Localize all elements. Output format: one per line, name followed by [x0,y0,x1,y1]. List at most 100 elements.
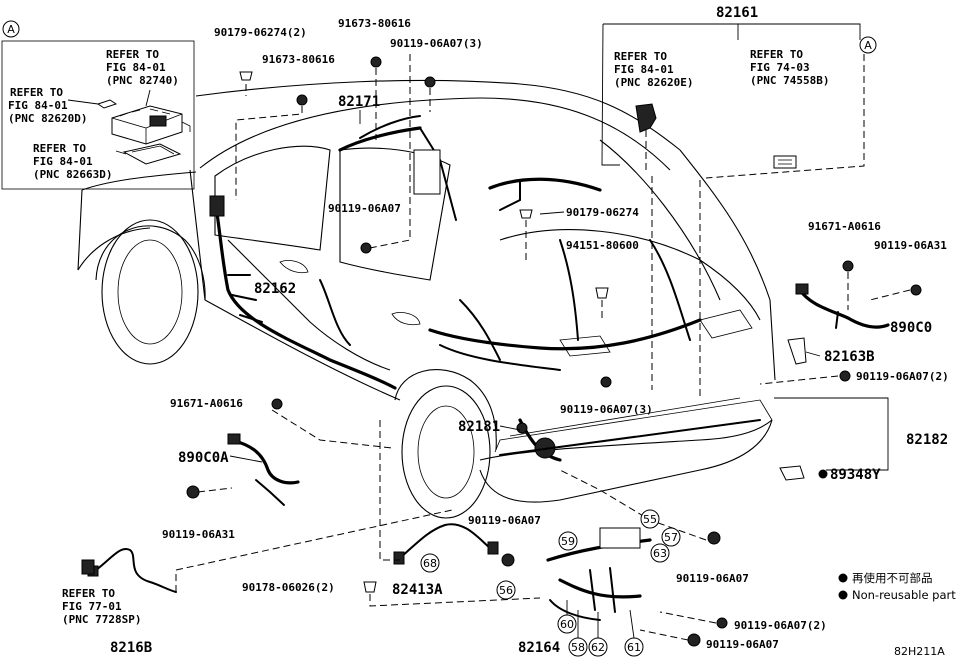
part-number-labels: 90179-06274(2) 91673-80616 91673-80616 9… [110,5,949,656]
bolt-82181-icon [516,422,528,434]
bolt-90119-06A07b-icon [501,553,515,567]
part-number: 82164 [518,640,560,656]
bolt-90119-06A07-2-icon [839,370,851,382]
inset-ref-3-line3: (PNC 82663D) [33,168,112,181]
bolt-91673-icon [370,56,382,68]
callout-label: 56 [499,584,513,597]
bolt-90119-06A07c-icon [707,531,721,545]
bolt-90119-icon [424,76,436,88]
dashed-leaders [175,54,911,641]
bottom-ref-line2: FIG 77-01 [62,600,122,613]
bolt-90119-06A31-icon [910,284,922,296]
top-ref-2-line3: (PNC 74558B) [750,74,829,87]
top-ref-1-line3: (PNC 82620E) [614,76,693,89]
part-number: 90119-06A07 [676,572,749,585]
part-number: 82161 [716,5,758,21]
front-harness-82162 [209,195,397,390]
top-ref-texts: REFER TO FIG 84-01 (PNC 82620E) REFER TO… [62,48,829,626]
bracket-plate-icon [122,143,182,165]
legend-dot-en [838,590,848,600]
top-ref-part-82620E [635,103,657,133]
part-number: 94151-80600 [566,239,639,252]
inset-ref-3-line2: FIG 84-01 [33,155,93,168]
door-handle-rear [391,312,421,326]
bolt-91673b-icon [296,94,308,106]
front-wheel-icon [101,219,199,365]
top-ref-2-line1: REFER TO [750,48,803,61]
ecu-module-icon [111,105,191,145]
callout-label: 57 [664,531,678,544]
part-number: 82182 [906,432,948,448]
bolt-90119-06A07d-icon [716,617,728,629]
bottom-ref-line1: REFER TO [62,587,115,600]
top-ref-part-74558B [773,155,797,169]
part-number: 90119-06A07(2) [856,370,949,383]
part-number: 90119-06A31 [874,239,947,252]
callout-label: 63 [653,547,667,560]
callout-label: 62 [591,641,605,654]
part-number: 91671-A0616 [170,397,243,410]
inset-ref-1-line2: FIG 84-01 [106,61,166,74]
harness-82164 [546,527,652,621]
bottom-ref-line3: (PNC 7728SP) [62,613,141,626]
bottom-ref-part-7728SP [81,559,95,575]
inset-marker-label: A [7,23,15,36]
top-ref-1-line2: FIG 84-01 [614,63,674,76]
legend-dot-jp [838,573,848,583]
part-number: 90119-06A07(2) [734,619,827,632]
rear-harness-82181 [499,418,761,462]
rear-bumper-outline [479,419,773,503]
bolt-90119-06A07e-icon [687,633,701,647]
inset-ref-3-line1: REFER TO [33,142,86,155]
inset-box: A REFER TO FIG 84-01 (PNC 82740) REFER T… [1,20,195,190]
harness-82413A [393,523,499,565]
part-number: 90119-06A31 [162,528,235,541]
bolt-mid-icon [360,242,372,254]
part-number: 890C0A [178,450,229,466]
callout-label: 59 [561,535,575,548]
part-number: 90179-06274 [566,206,639,219]
marker-right-label: A [864,39,872,52]
clip-90178-icon [363,581,377,593]
part-number: 90119-06A07 [706,638,779,651]
part-number: 89348Y [830,467,881,483]
part-number: 890C0 [890,320,932,336]
top-ref-1-line1: REFER TO [614,50,667,63]
part-number: 91673-80616 [262,53,335,66]
part-number: 91671-A0616 [808,220,881,233]
center-harness-82163B [428,239,702,371]
part-number: 90119-06A07 [468,514,541,527]
rear-door-opening [339,147,451,281]
marker-right-circle [859,36,877,54]
inset-ref-1-line3: (PNC 82740) [106,74,179,87]
non-reusable-dot [818,469,828,479]
part-number: 90119-06A07 [328,202,401,215]
clip-90179b-icon [519,209,533,219]
part-number: 90178-06026(2) [242,581,335,594]
roof-harness-82171 [338,115,602,221]
callout-label: 61 [627,641,641,654]
part-number: 82413A [392,582,443,598]
sensor-harness-890C0A [227,433,300,506]
part-number: 90119-06A07(3) [560,403,653,416]
bolt-91671-icon [842,260,854,272]
part-number: 90179-06274(2) [214,26,307,39]
inset-marker-circle [2,20,20,38]
solid-leaders [229,23,889,471]
bracket-82163B-icon [787,337,807,365]
callout-label: 58 [571,641,585,654]
inset-ref-1-line1: REFER TO [106,48,159,61]
legend-en: Non-reusable part [852,588,956,602]
callout-label: 68 [423,557,437,570]
inset-ref-2-line2: FIG 84-01 [8,99,68,112]
callout-label: 55 [643,513,657,526]
clip-89348Y-icon [779,465,805,481]
clip-94151-icon [595,287,609,299]
bolt-90119-06A31b-icon [186,485,200,499]
vehicle-body-outline [77,79,776,519]
callout-label: 60 [560,618,574,631]
part-number: 90119-06A07(3) [390,37,483,50]
front-door-opening [214,145,331,251]
